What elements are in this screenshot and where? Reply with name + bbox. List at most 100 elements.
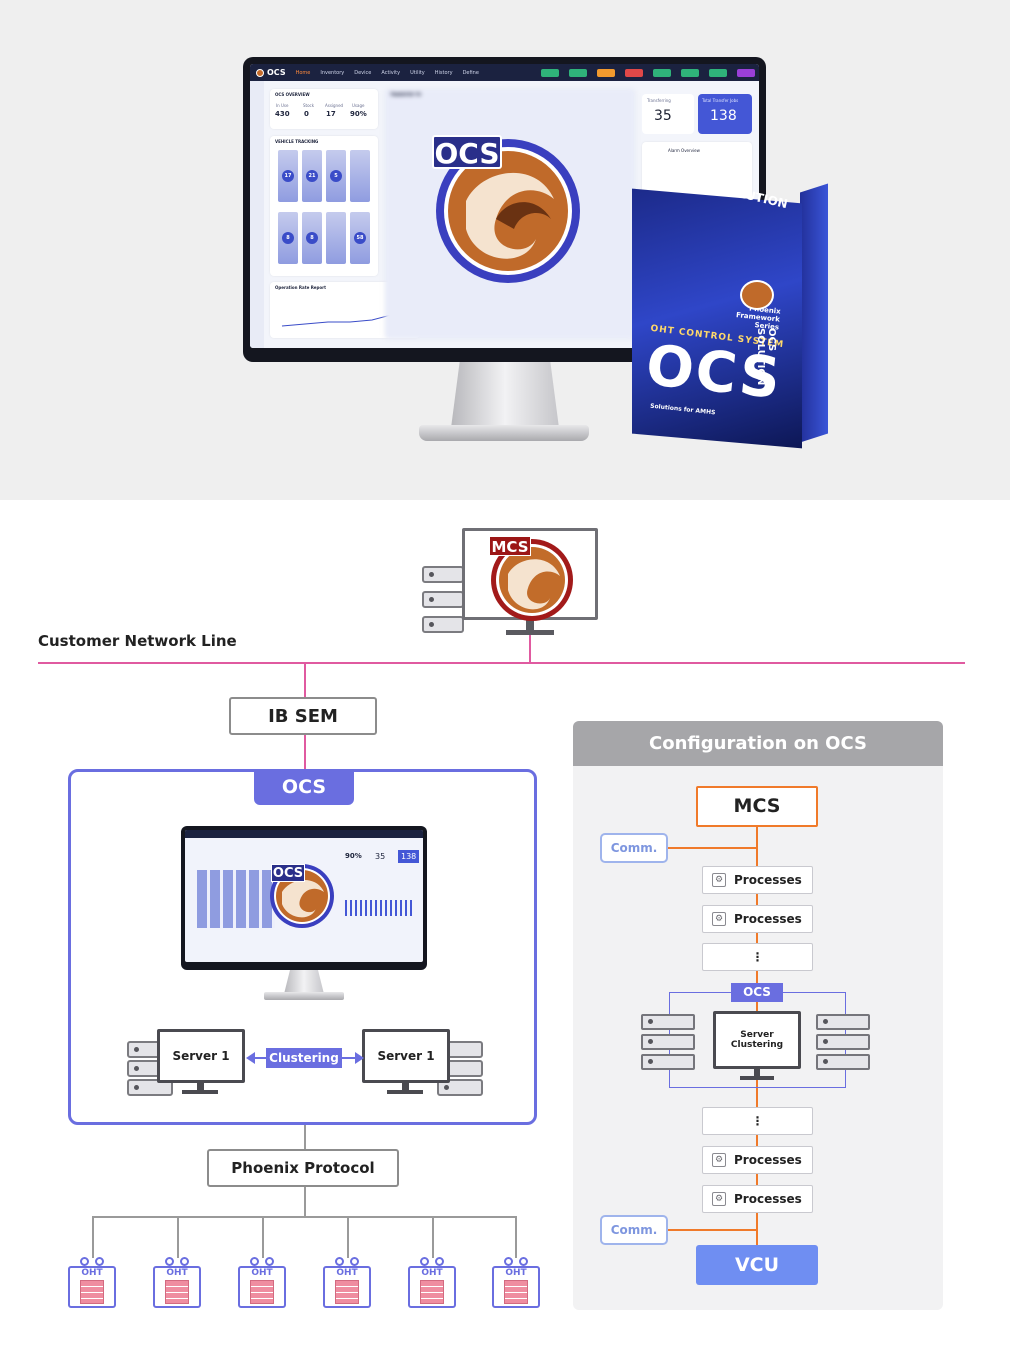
transferring-label: Transferring: [647, 98, 671, 103]
vehicle-badge[interactable]: 17: [282, 170, 294, 182]
comm-mcs-link: [668, 847, 757, 849]
ocs-logo-text: OCS: [432, 135, 502, 170]
oht-drop: [432, 1216, 434, 1258]
oht-cargo-icon: [250, 1280, 274, 1304]
box-side-text: OCS SOLUTION: [755, 328, 777, 386]
config-monitor-base: [740, 1076, 774, 1080]
stat-value: 0: [304, 110, 309, 118]
server-clustering-label: Server Clustering: [730, 1030, 784, 1050]
oht-drop: [262, 1216, 264, 1258]
oht-label: OHT: [81, 1268, 103, 1278]
process-ellipsis-box: ⋮: [702, 943, 813, 971]
oht-vehicle[interactable]: OHT: [323, 1257, 371, 1309]
clustering-arrow-left-icon: [246, 1052, 255, 1064]
mini-stat: 90%: [345, 852, 362, 860]
status-pill[interactable]: [737, 68, 755, 77]
transferring-card: Transferring 35: [642, 94, 694, 134]
gear-icon: ⚙: [712, 873, 726, 887]
vehicle-badge[interactable]: 8: [282, 232, 294, 244]
ocs-protocol-link: [304, 1125, 306, 1150]
stat-label: Stock: [303, 103, 315, 108]
server-right-base: [387, 1090, 423, 1094]
alarm-overview-title: Alarm Overview: [668, 148, 700, 153]
gear-icon: ⚙: [712, 1153, 726, 1167]
process-box: ⚙Processes: [702, 1185, 813, 1213]
mini-ocs-logo-text: OCS: [271, 864, 305, 882]
nav-home[interactable]: Home: [295, 69, 311, 76]
oht-label: OHT: [166, 1268, 188, 1278]
vehicle-badge[interactable]: 8: [306, 232, 318, 244]
process-label: Processes: [734, 1192, 802, 1206]
comm-vcu-link: [668, 1229, 757, 1231]
config-ocs-badge: OCS: [731, 983, 783, 1002]
mini-topbar: [185, 830, 423, 838]
vehicle-column[interactable]: [326, 212, 346, 264]
config-title: Configuration on OCS: [573, 721, 943, 766]
server-rack-unit: [422, 566, 464, 583]
ocs-header: OCS: [254, 769, 354, 805]
status-pill[interactable]: [597, 68, 615, 77]
server-rack-unit: [437, 1079, 483, 1096]
network-line-label: Customer Network Line: [38, 632, 237, 650]
vehicle-column[interactable]: [350, 150, 370, 202]
oht-label: OHT: [421, 1268, 443, 1278]
oht-cargo-icon: [420, 1280, 444, 1304]
dashboard-brand: OCS: [256, 68, 286, 77]
oht-vehicle[interactable]: OHT: [408, 1257, 456, 1309]
oht-vehicle[interactable]: OHT: [492, 1257, 540, 1309]
oht-label: OHT: [336, 1268, 358, 1278]
mcs-badge: MCS: [489, 536, 531, 556]
oht-bus: [92, 1216, 516, 1218]
nav-history[interactable]: History: [434, 69, 453, 76]
mini-monitor-base: [264, 992, 344, 1000]
mcs-logo: [491, 539, 573, 621]
vehicle-badge[interactable]: 58: [354, 232, 366, 244]
stat-value: 90%: [350, 110, 367, 118]
vehicle-badge[interactable]: 5: [330, 170, 342, 182]
nav-inventory[interactable]: Inventory: [320, 69, 345, 76]
comm-box-top: Comm.: [600, 833, 668, 863]
server-left-stand: [197, 1083, 204, 1090]
oht-label: OHT: [505, 1268, 527, 1278]
oht-wheel-icon: [180, 1257, 189, 1266]
nav-utility[interactable]: Utility: [410, 69, 425, 76]
server-left-base: [182, 1090, 218, 1094]
mcs-monitor-stand: [526, 620, 534, 632]
oht-vehicle[interactable]: OHT: [153, 1257, 201, 1309]
nav-define[interactable]: Define: [462, 69, 479, 76]
config-rack-left: [641, 1014, 695, 1030]
status-pill[interactable]: [681, 68, 699, 77]
nav-activity[interactable]: Activity: [381, 69, 401, 76]
status-pill[interactable]: [709, 68, 727, 77]
box-logo-icon: [740, 280, 774, 310]
operation-rate-title: Operation Rate Report: [275, 285, 327, 290]
stat-label: Usage: [352, 103, 365, 108]
status-pill[interactable]: [569, 68, 587, 77]
stat-value: 430: [275, 110, 290, 118]
vehicle-tracking-title: VEHICLE TRACKING: [275, 139, 319, 144]
oht-cargo-icon: [504, 1280, 528, 1304]
status-pill[interactable]: [653, 68, 671, 77]
oht-wheel-icon: [165, 1257, 174, 1266]
vehicle-badge[interactable]: 21: [306, 170, 318, 182]
ellipsis-label: ⋮: [751, 950, 764, 964]
ocs-logo: [436, 139, 580, 283]
stat-value: 17: [326, 110, 336, 118]
server-right-stand: [402, 1083, 409, 1090]
total-transfer-value: 138: [710, 108, 737, 124]
server-rack-unit: [127, 1079, 173, 1096]
dashboard-side-rail: [250, 81, 264, 348]
status-pill[interactable]: [541, 68, 559, 77]
nav-device[interactable]: Device: [354, 69, 372, 76]
mini-bar-chart: [345, 900, 415, 916]
status-pill[interactable]: [625, 68, 643, 77]
oht-vehicle[interactable]: OHT: [238, 1257, 286, 1309]
oht-vehicle[interactable]: OHT: [68, 1257, 116, 1309]
monitor-stand: [451, 362, 559, 428]
oht-label: OHT: [251, 1268, 273, 1278]
oht-drop: [347, 1216, 349, 1258]
mcs-network-drop: [529, 635, 531, 663]
config-rack-right: [816, 1054, 870, 1070]
phoenix-protocol-box: Phoenix Protocol: [207, 1149, 399, 1187]
mini-ocs-logo: [270, 864, 334, 928]
